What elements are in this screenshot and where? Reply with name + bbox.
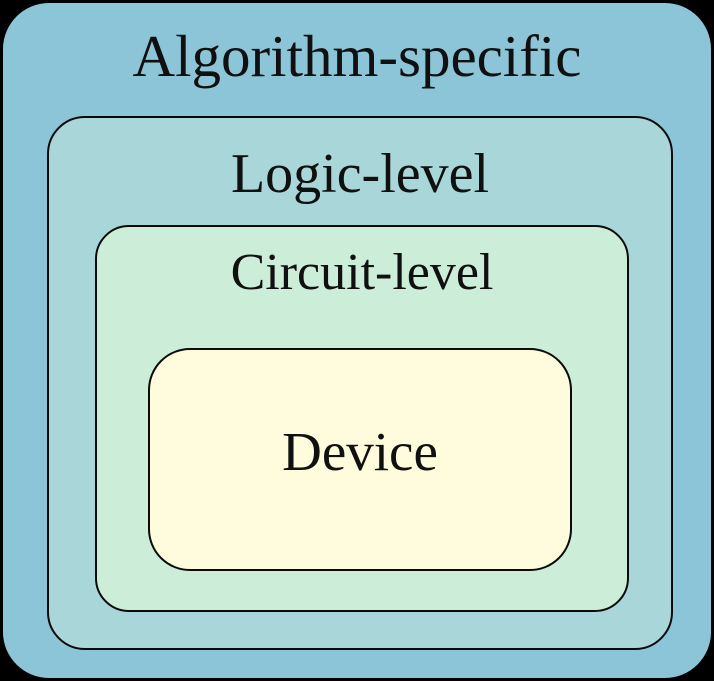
layer-circuit-level-label: Circuit-level (230, 244, 494, 301)
layer-circuit-level[interactable]: Circuit-level Device (95, 225, 629, 612)
layer-device-label: Device (282, 421, 438, 482)
layer-logic-level-label: Logic-level (230, 143, 490, 205)
layer-logic-level[interactable]: Logic-level Circuit-level Device (47, 116, 673, 650)
layer-algorithm-specific-label: Algorithm-specific (132, 23, 582, 89)
layer-algorithm-specific[interactable]: Algorithm-specific Logic-level Circuit-l… (3, 3, 711, 678)
layer-device[interactable]: Device (148, 348, 572, 571)
